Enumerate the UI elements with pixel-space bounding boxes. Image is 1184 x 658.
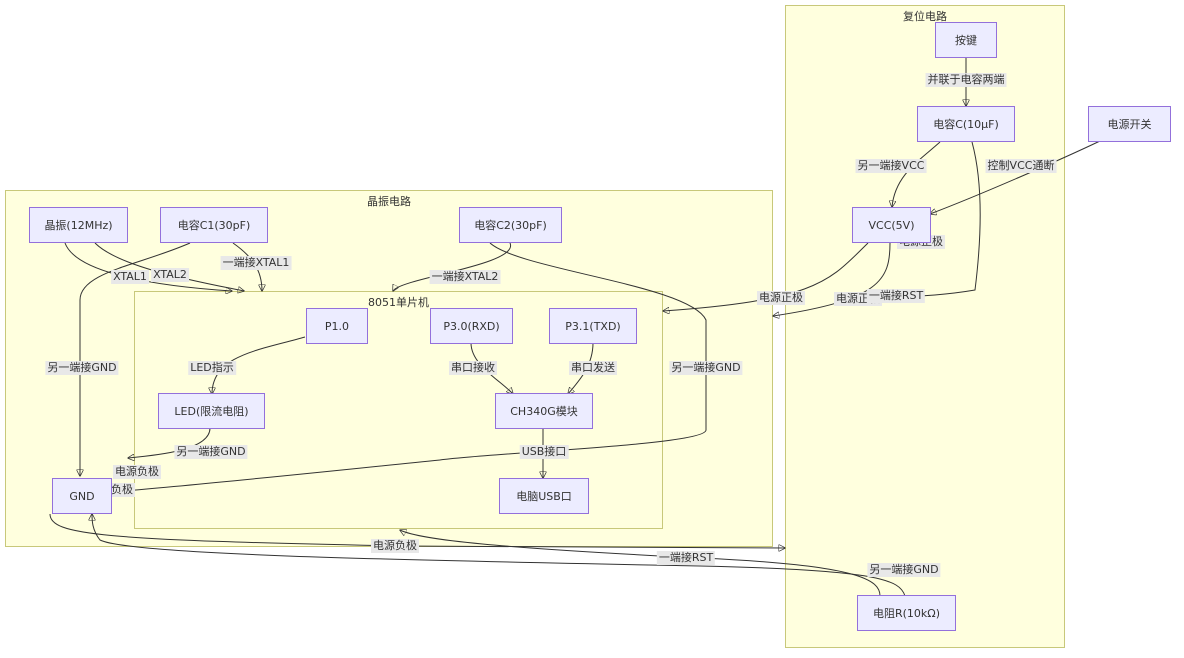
edge-label-other-end-gnd-r: 另一端接GND xyxy=(867,563,941,577)
node-res-r[interactable]: 电阻R(10kΩ) xyxy=(857,595,956,631)
node-vcc[interactable]: VCC(5V) xyxy=(852,207,931,243)
edge-label-power-negative-c: 电源负极 xyxy=(371,539,419,553)
edge-cap-vcc xyxy=(892,141,941,207)
node-power-switch[interactable]: 电源开关 xyxy=(1088,106,1171,142)
cluster-mcu-title: 8051单片机 xyxy=(368,296,429,309)
edge-label-power-negative-a: 电源负极 xyxy=(113,465,161,479)
node-crystal[interactable]: 晶振(12MHz) xyxy=(29,207,128,243)
node-led[interactable]: LED(限流电阻) xyxy=(158,393,265,429)
node-cap-c2[interactable]: 电容C2(30pF) xyxy=(459,207,562,243)
node-gnd[interactable]: GND xyxy=(52,478,112,514)
edge-gnd-rst xyxy=(49,513,785,548)
cluster-reset-title: 复位电路 xyxy=(903,10,947,23)
edge-label-vcc-positive-b: 电源正极 xyxy=(757,291,805,305)
edge-label-parallel-cap: 并联于电容两端 xyxy=(925,73,1007,87)
edge-res-gnd xyxy=(92,514,906,597)
edge-vcc-mcu-a xyxy=(663,242,869,311)
edge-label-serial-tx: 串口发送 xyxy=(569,361,617,375)
edge-gnd-negative xyxy=(110,459,441,493)
edge-p10-led xyxy=(212,336,306,394)
node-ch340g[interactable]: CH340G模块 xyxy=(495,393,593,429)
edge-label-xtal1: XTAL1 xyxy=(111,270,149,284)
cluster-crystal-title: 晶振电路 xyxy=(367,195,411,208)
edge-vcc-mcu-b xyxy=(773,242,891,316)
node-button[interactable]: 按键 xyxy=(935,22,997,58)
edge-label-one-end-rst-b: 一端接RST xyxy=(656,551,716,565)
edge-label-power-negative-b: 负极 xyxy=(109,483,135,497)
edge-label-other-end-gnd-c2: 另一端接GND xyxy=(669,361,743,375)
edge-label-control-vcc: 控制VCC通断 xyxy=(985,159,1057,173)
edge-res-rst xyxy=(400,530,881,597)
edge-label-xtal2: XTAL2 xyxy=(151,268,189,282)
node-p10[interactable]: P1.0 xyxy=(306,308,368,344)
edge-label-led-indicator: LED指示 xyxy=(188,361,236,375)
edge-label-other-end-gnd-c1: 另一端接GND xyxy=(45,361,119,375)
node-pc-usb[interactable]: 电脑USB口 xyxy=(499,478,589,514)
edge-label-one-end-rst-a: 一端接RST xyxy=(866,289,926,303)
edge-label-usb-port: USB接口 xyxy=(519,445,569,459)
edge-label-one-end-xtal2: 一端接XTAL2 xyxy=(429,270,501,284)
node-p30[interactable]: P3.0(RXD) xyxy=(430,308,513,344)
edge-label-one-end-xtal1: 一端接XTAL1 xyxy=(220,256,292,270)
edge-label-serial-rx: 串口接收 xyxy=(449,361,497,375)
node-cap-c1[interactable]: 电容C1(30pF) xyxy=(160,207,268,243)
node-cap-c[interactable]: 电容C(10μF) xyxy=(917,106,1015,142)
node-p31[interactable]: P3.1(TXD) xyxy=(549,308,637,344)
edge-label-other-end-gnd-led: 另一端接GND xyxy=(174,445,248,459)
edge-label-other-end-vcc: 另一端接VCC xyxy=(855,159,927,173)
edge-switch-vcc xyxy=(930,140,1101,214)
